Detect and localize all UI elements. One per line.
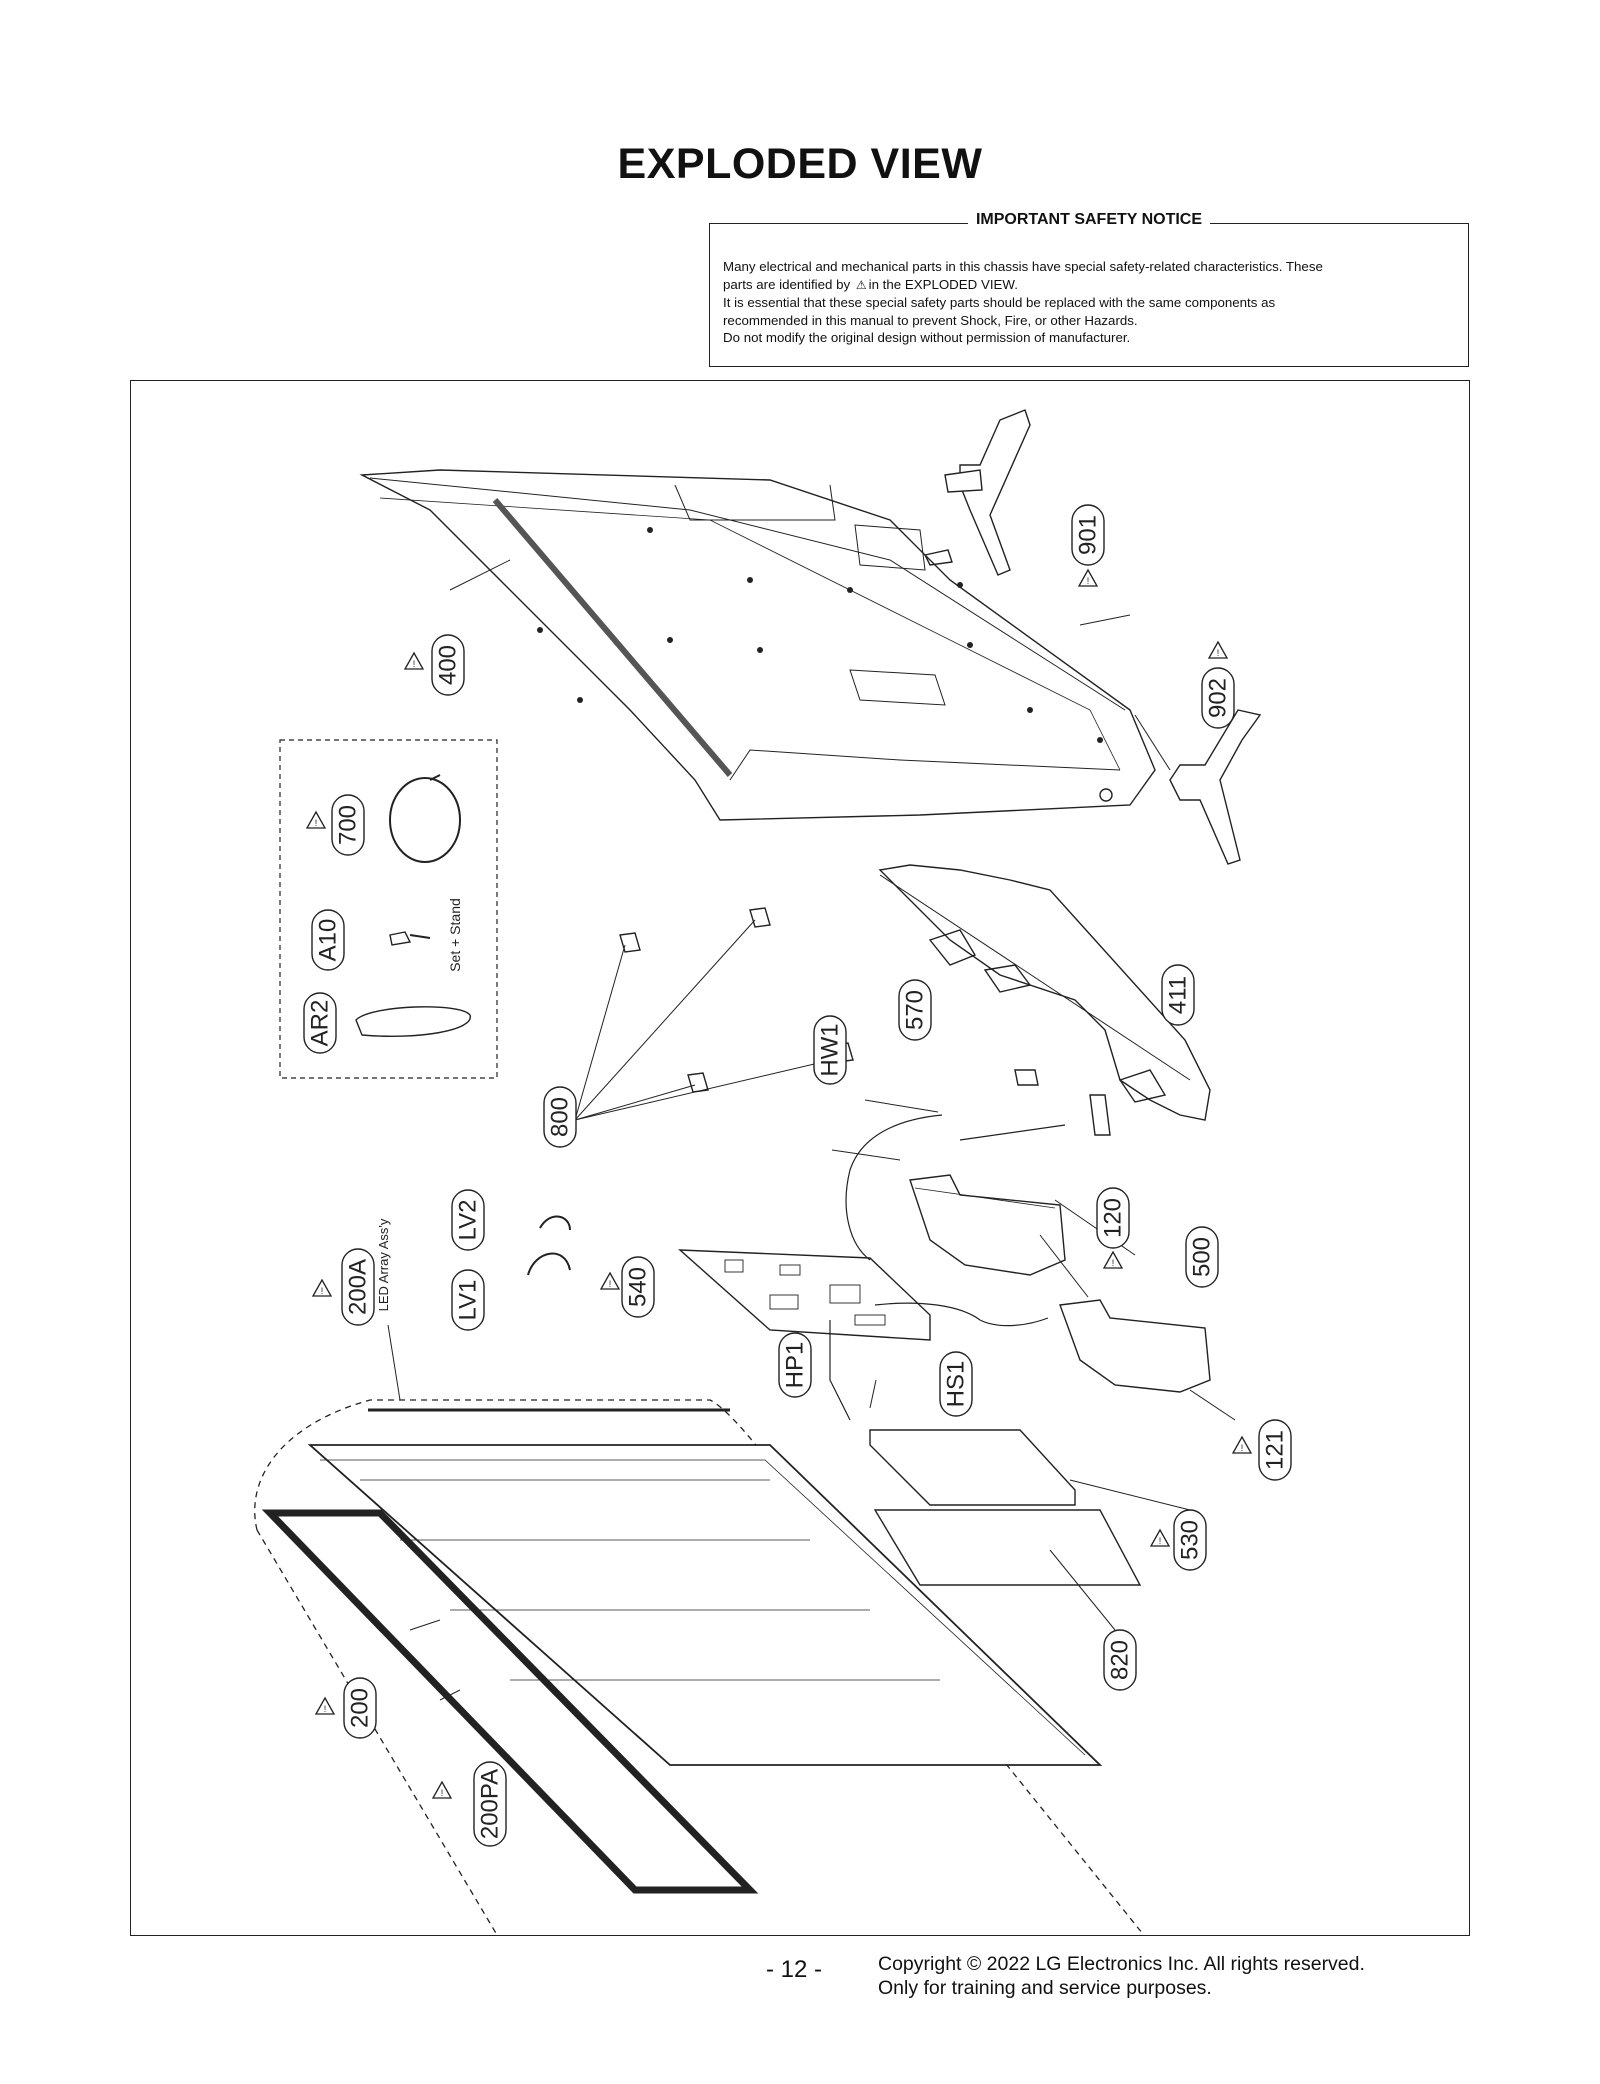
part-label-200: 200: [343, 1677, 377, 1739]
warning-triangle-icon: [1103, 1251, 1123, 1269]
speaker-part: [909, 1174, 1211, 1393]
part-label-400: 400: [431, 634, 465, 696]
display-module-part: [254, 1399, 1146, 1936]
warning-triangle-icon: [1078, 569, 1098, 587]
copyright-notice: Copyright © 2022 LG Electronics Inc. All…: [878, 1953, 1365, 1999]
part-label-540: 540: [621, 1256, 655, 1318]
accessories-group: [279, 739, 498, 1079]
svg-text:LV1: LV1: [455, 1280, 482, 1321]
bracket-leader-lines: [574, 919, 841, 1121]
svg-text:500: 500: [1189, 1237, 1216, 1277]
svg-text:820: 820: [1107, 1640, 1134, 1680]
svg-text:A10: A10: [315, 919, 342, 962]
part-label-820: 820: [1103, 1629, 1137, 1691]
part-label-902: 902: [1201, 667, 1235, 729]
part-label-200A: 200A: [341, 1248, 375, 1326]
part-label-HS1: HS1: [939, 1351, 973, 1417]
svg-text:530: 530: [1177, 1520, 1204, 1560]
exploded-view-drawing: !: [254, 409, 1292, 1936]
warning-triangle-icon: [1150, 1529, 1170, 1547]
svg-text:700: 700: [335, 805, 362, 845]
svg-text:LV2: LV2: [455, 1200, 482, 1241]
part-label-570: 570: [898, 979, 932, 1041]
exploded-view-frame: [130, 380, 1470, 1936]
part-label-901: 901: [1071, 504, 1105, 566]
warning-triangle-icon: [1232, 1436, 1252, 1454]
svg-text:570: 570: [902, 990, 929, 1030]
notice-line-2: parts are identified by ⚠in the EXPLODED…: [723, 276, 1455, 295]
svg-text:200A: 200A: [345, 1259, 372, 1315]
part-label-530: 530: [1173, 1509, 1207, 1571]
page-number: - 12 -: [766, 1956, 823, 1983]
warning-triangle-icon: [404, 652, 424, 670]
main-frame-part: [878, 864, 1211, 1121]
safety-notice-box: IMPORTANT SAFETY NOTICE Many electrical …: [709, 211, 1469, 367]
svg-text:540: 540: [625, 1267, 652, 1307]
part-label-A10: A10: [311, 909, 345, 971]
notice-line-1: Many electrical and mechanical parts in …: [723, 259, 1323, 274]
safety-notice-text: Many electrical and mechanical parts in …: [723, 258, 1455, 347]
stand-part: [923, 409, 1262, 865]
warning-triangle-icon: [1208, 641, 1228, 659]
warning-triangle-icon: [306, 811, 326, 829]
svg-text:120: 120: [1100, 1198, 1127, 1238]
svg-text:AR2: AR2: [307, 1000, 334, 1047]
safety-notice-heading: IMPORTANT SAFETY NOTICE: [967, 211, 1211, 228]
small-board-part: [829, 1069, 1111, 1421]
part-label-411: 411: [1161, 964, 1195, 1026]
part-label-HW1: HW1: [813, 1015, 847, 1085]
warning-triangle-icon: [312, 1279, 332, 1297]
svg-text:200PA: 200PA: [477, 1769, 504, 1839]
svg-text:HP1: HP1: [782, 1342, 809, 1389]
svg-text:HS1: HS1: [943, 1361, 970, 1408]
notice-line-3: It is essential that these special safet…: [723, 295, 1276, 310]
warning-triangle-icon: [600, 1272, 620, 1290]
notice-line-4: recommended in this manual to prevent Sh…: [723, 312, 1138, 328]
svg-text:400: 400: [435, 645, 462, 685]
leader-lines: [387, 559, 1236, 1701]
back-cover-part: [359, 469, 1156, 821]
part-label-800: 800: [543, 1086, 577, 1148]
svg-text:411: 411: [1165, 976, 1192, 1014]
part-label-LV2: LV2: [451, 1189, 485, 1251]
notice-line-5: Do not modify the original design withou…: [723, 330, 1131, 345]
warning-triangle-icon: [315, 1697, 335, 1715]
svg-text:200: 200: [347, 1688, 374, 1728]
svg-text:HW1: HW1: [817, 1023, 844, 1076]
power-board-part: [869, 1429, 1142, 1586]
warning-triangle-icon: [432, 1781, 452, 1799]
part-label-120: 120: [1096, 1187, 1130, 1249]
warning-triangle-icon: ⚠: [855, 277, 867, 292]
svg-text:121: 121: [1262, 1430, 1289, 1470]
set-stand-annotation: Set + Stand: [447, 898, 463, 972]
part-label-200PA: 200PA: [473, 1761, 507, 1847]
part-label-LV1: LV1: [451, 1269, 485, 1331]
page-title: EXPLODED VIEW: [617, 140, 983, 188]
led-array-annotation: LED Array Ass'y: [376, 1218, 391, 1311]
part-label-HP1: HP1: [778, 1332, 812, 1398]
svg-text:800: 800: [547, 1097, 574, 1137]
svg-text:901: 901: [1075, 515, 1102, 555]
cable-part: [527, 1215, 571, 1276]
main-board-part: [678, 1249, 931, 1341]
part-label-500: 500: [1185, 1226, 1219, 1288]
svg-text:902: 902: [1205, 678, 1232, 718]
part-label-121: 121: [1258, 1419, 1292, 1481]
part-label-AR2: AR2: [303, 992, 337, 1054]
part-label-700: 700: [331, 794, 365, 856]
